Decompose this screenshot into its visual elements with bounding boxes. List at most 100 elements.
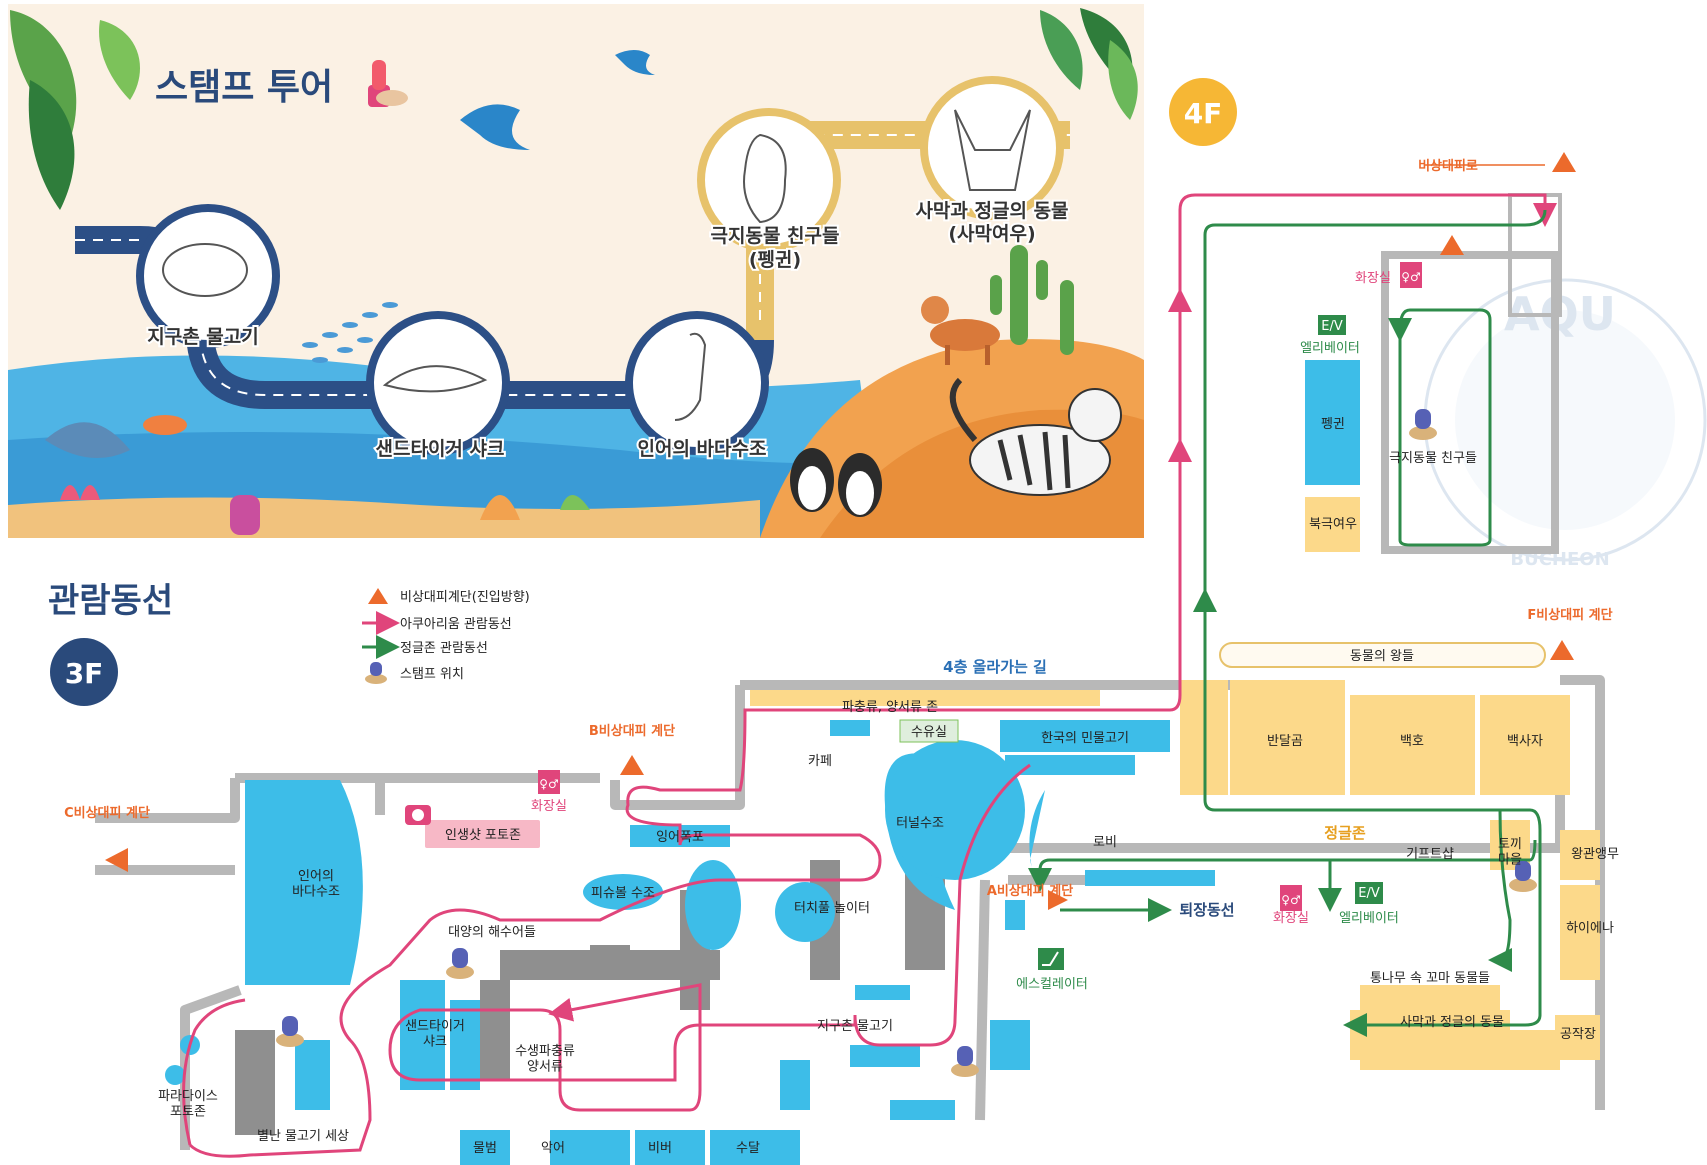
label-elevator-4f: 엘리베이터 <box>1300 341 1360 356</box>
legend-aquarium-route: 아쿠아리움 관람동선 <box>400 617 512 632</box>
arctic-fox-box <box>1305 497 1360 552</box>
stop-label-polar: 극지동물 친구들 <box>711 225 840 247</box>
mermaid-tank-shape <box>245 780 363 985</box>
label-polar-friends: 극지동물 친구들 <box>1389 451 1477 466</box>
label-gift-shop: 기프트샵 <box>1406 847 1454 862</box>
bird-icon <box>460 104 530 150</box>
bird-icon <box>615 50 655 75</box>
photo-zone-box <box>425 820 540 848</box>
workshop-box <box>1555 1015 1600 1060</box>
floor-badge-3f-label: 3F <box>65 657 104 690</box>
floor-badge-4f <box>1169 78 1237 146</box>
label-restroom-3f-a: 화장실 <box>531 799 567 814</box>
label-restroom-4f: 화장실 <box>1355 271 1391 286</box>
stamp-tour-banner: 스탬프 투어 4F 지구촌 물고기 샌드타이거 샤크 인어의 바다수조 극지동물… <box>8 4 1237 538</box>
label-touch-pool: 터치풀 놀이터 <box>794 901 870 916</box>
coral-icon <box>60 485 590 535</box>
banner-title: 스탬프 투어 <box>155 67 333 108</box>
fennec-fox-icon <box>954 109 1031 191</box>
label-macaw: 왕관앵무 <box>1571 847 1619 862</box>
emergency-triangle-icon <box>1550 640 1574 660</box>
label-ev-4f: E/V <box>1321 319 1343 334</box>
white-tiger-icon <box>949 377 1122 496</box>
aquarium-route-path <box>388 763 1031 1112</box>
cactus-icon <box>990 245 1074 355</box>
floor-badge-3f <box>50 638 118 706</box>
restroom-icon: ♀♂ <box>1280 885 1302 911</box>
stamp-stop-circle <box>136 204 280 348</box>
hyena-box <box>1560 885 1600 980</box>
legend-jungle-route: 정글존 관람동선 <box>400 641 488 656</box>
legend: 비상대피계단(진입방향) 아쿠아리움 관람동선 정글존 관람동선 스탬프 위치 <box>362 588 530 684</box>
label-pisubul-tank: 피슈볼 수조 <box>591 886 655 901</box>
mermaid-icon <box>674 332 707 421</box>
label-elevator-3f: 엘리베이터 <box>1339 911 1399 926</box>
ev-badge-3f <box>1355 882 1383 904</box>
label-ocean-fish: 대양의 해수어들 <box>448 925 536 940</box>
stamp-icon <box>1409 409 1437 440</box>
emergency-triangle-icon <box>1440 235 1464 255</box>
emergency-triangle-icon <box>1048 890 1068 910</box>
label-white-tiger: 백호 <box>1400 734 1424 749</box>
svg-text:♀♂: ♀♂ <box>539 777 559 791</box>
label-exit-route: 퇴장동선 <box>1179 901 1234 919</box>
label-log-animals: 통나무 속 꼬마 동물들 <box>1370 971 1490 986</box>
nursing-room-box <box>899 719 959 743</box>
label-c-exit: C비상대피 계단 <box>64 805 150 821</box>
svg-text:♀♂: ♀♂ <box>1401 270 1421 284</box>
stamp-stop-circle <box>366 311 510 455</box>
map-title: 관람동선 <box>48 581 173 621</box>
label-desert-jungle: 사막과 정글의 동물 <box>1400 1015 1504 1030</box>
clownfish-icon <box>143 415 187 435</box>
label-beaver: 비버 <box>648 1141 672 1156</box>
floor-badge-4f-label: 4F <box>1184 97 1223 130</box>
label-carp-falls: 잉어폭포 <box>656 830 704 845</box>
legend-stamp: 스탬프 위치 <box>400 667 464 682</box>
label-reptiles: 파충류, 양서류 존 <box>842 700 938 715</box>
escalator-icon <box>1038 948 1064 970</box>
label-up-to-4f: 4층 올라가는 길 <box>943 658 1047 676</box>
fox-icon <box>921 296 1000 365</box>
label-arctic-fox: 북극여우 <box>1309 517 1357 532</box>
penguin-box <box>1305 360 1360 485</box>
ev-badge <box>1318 315 1346 335</box>
macaw-box <box>1560 830 1600 880</box>
label-korean-fish: 한국의 민물고기 <box>1041 731 1129 746</box>
shark-icon <box>382 365 488 393</box>
stop-label-desert-sub: (사막여우) <box>948 223 1035 245</box>
legend-emergency: 비상대피계단(진입방향) <box>400 590 530 605</box>
emergency-triangle-icon <box>1552 152 1576 172</box>
white-tiger-box <box>1350 695 1475 795</box>
label-lobby: 로비 <box>1093 835 1117 850</box>
label-penguin: 펭귄 <box>1321 417 1345 432</box>
emergency-triangle-icon <box>620 755 644 775</box>
label-strange-fish: 별난 물고기 세상 <box>257 1129 349 1144</box>
stop-label-polar-sub: (펭귄) <box>749 249 801 271</box>
label-moon-bear: 반달곰 <box>1267 734 1303 749</box>
label-world-fish: 지구촌 물고기 <box>817 1019 893 1034</box>
jungle-route-path <box>1203 209 1547 1037</box>
restroom-icon: ♀♂ <box>538 770 560 794</box>
label-ev-3f: E/V <box>1358 886 1380 901</box>
stamp-icon <box>368 60 408 107</box>
emergency-triangle-icon <box>105 848 128 872</box>
log-animals-box <box>1360 985 1500 1010</box>
label-tunnel-tank: 터널수조 <box>896 816 944 831</box>
fish-school-icon <box>302 302 398 363</box>
emergency-triangle-icon <box>368 588 388 604</box>
penguin-pair-icon <box>790 448 882 517</box>
stamp-icon <box>365 662 387 684</box>
label-photo-zone: 인생샷 포토존 <box>445 828 521 843</box>
stamp-icon <box>446 948 474 979</box>
floor-plan-3f: 관람동선 3F 비상대피계단(진입방향) 아쿠아리움 관람동선 정글존 관람동선… <box>48 152 1619 1165</box>
restroom-icon: ♀♂ <box>1400 262 1422 288</box>
clownfish-icon <box>162 243 248 297</box>
stop-label-mermaid: 인어의 바다수조 <box>638 438 767 460</box>
leaf-decoration-icon <box>1040 8 1138 120</box>
manta-ray-icon <box>45 422 130 458</box>
